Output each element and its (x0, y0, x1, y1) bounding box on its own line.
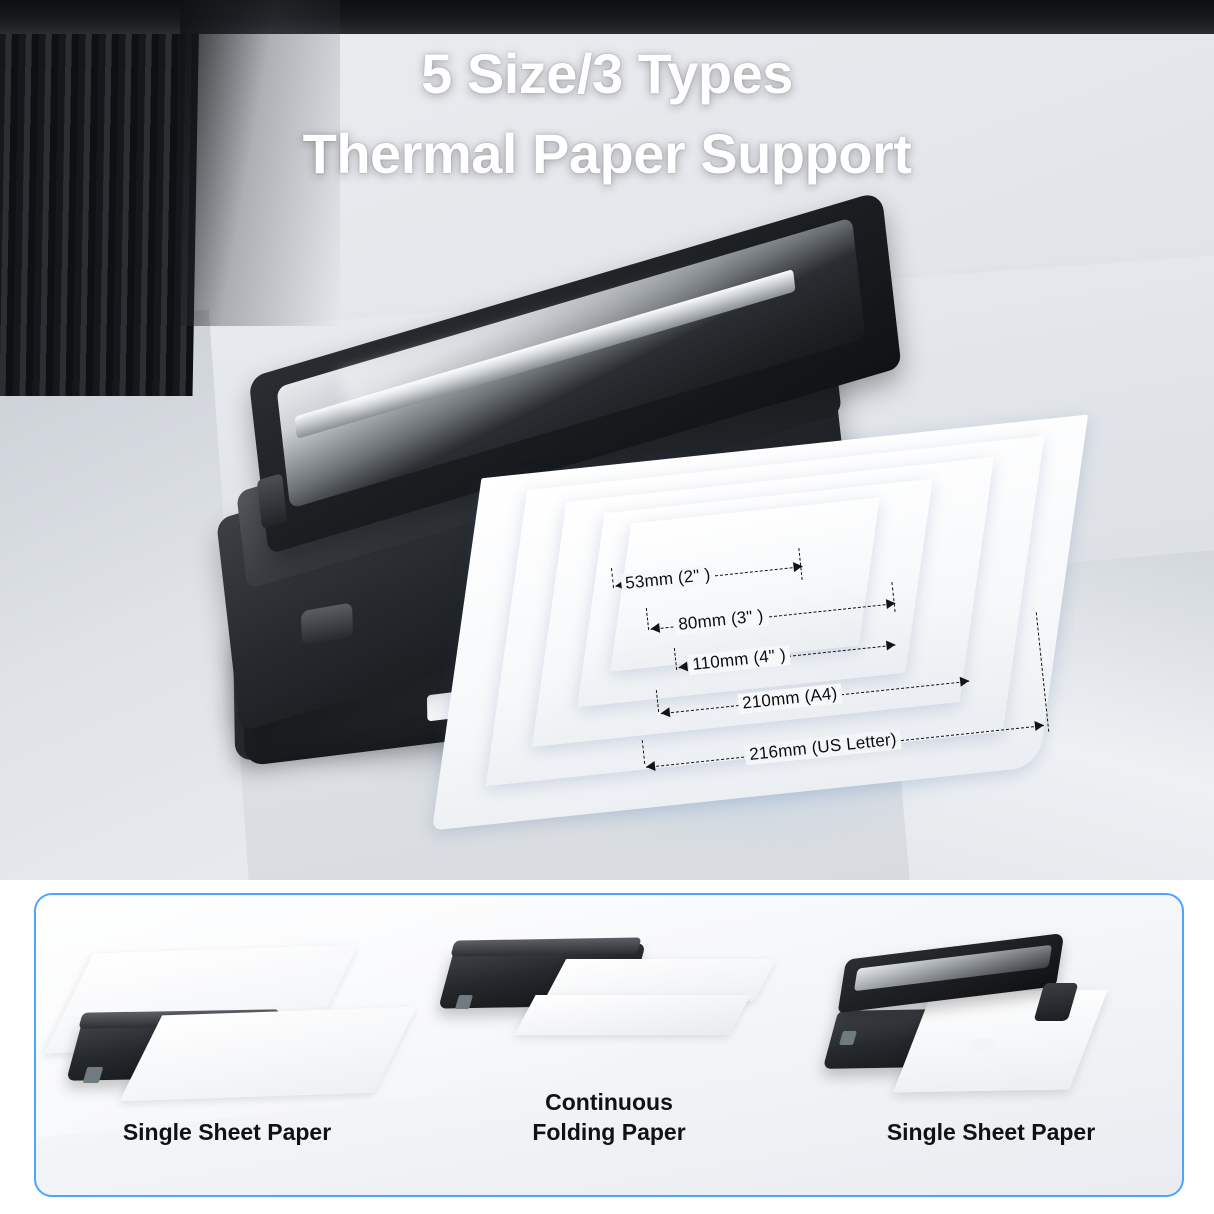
sheet-output (893, 989, 1108, 1093)
arrow-left-icon (678, 661, 689, 673)
printer-side-vent (256, 473, 288, 529)
arrow-left-icon (650, 622, 661, 634)
illustration-continuous-folding (438, 909, 779, 1074)
wall-shadow-fade (180, 0, 340, 326)
paper-type-single-sheet-right: Single Sheet Paper (800, 895, 1182, 1195)
caption-single-sheet-right: Single Sheet Paper (886, 1118, 1096, 1145)
printer-tab-icon (82, 1066, 104, 1083)
paper-types-row: Single Sheet Paper Continuous Folding Pa… (36, 895, 1182, 1195)
headline-line-2: Thermal Paper Support (302, 121, 912, 185)
arrow-left-icon (660, 707, 671, 719)
headline-line-1: 5 Size/3 Types (421, 42, 793, 105)
arrow-right-icon (959, 675, 970, 687)
paper-type-single-sheet-left: Single Sheet Paper (36, 895, 418, 1195)
sheet-front (119, 1006, 417, 1101)
illustration-single-sheet-right (821, 932, 1161, 1104)
caption-continuous-line-1: Continuous (545, 1089, 673, 1116)
arrow-right-icon (885, 598, 896, 610)
arrow-right-icon (885, 639, 896, 651)
printer-badge-icon (969, 1038, 995, 1051)
paper-type-continuous: Continuous Folding Paper (418, 895, 800, 1195)
page-title: 5 Size/3 Types Thermal Paper Support (0, 34, 1214, 193)
caption-continuous-line-2: Folding Paper (532, 1118, 686, 1145)
illustration-single-sheet-left (43, 939, 417, 1104)
arrow-left-icon (645, 760, 656, 772)
arrow-right-icon (793, 561, 804, 573)
folding-paper-lower (514, 995, 751, 1036)
hero-scene: 53mm (2" ) 80mm (3" ) 110mm (4" ) 210mm … (0, 0, 1214, 880)
arrow-right-icon (1034, 720, 1045, 732)
caption-continuous: Continuous Folding Paper (532, 1088, 685, 1147)
caption-single-sheet-left: Single Sheet Paper (122, 1118, 332, 1145)
paper-types-panel: Single Sheet Paper Continuous Folding Pa… (34, 893, 1184, 1197)
